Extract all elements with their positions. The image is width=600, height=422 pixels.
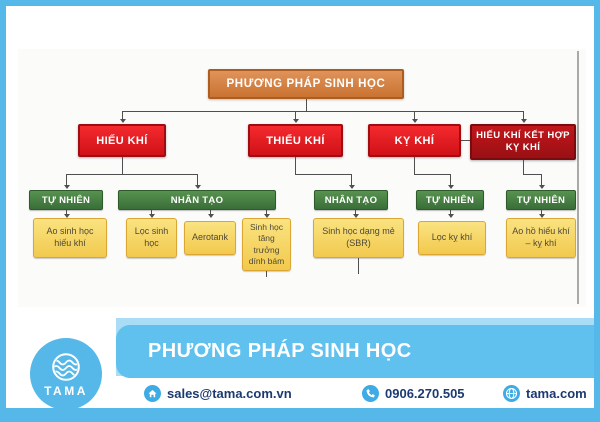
node-tu-nhien-2: TỰ NHIÊN bbox=[416, 190, 484, 210]
node-sinh-hoc-dang-me-sbr: Sinh học dạng mẻ (SBR) bbox=[313, 218, 404, 258]
phone-icon bbox=[362, 384, 379, 402]
connector-arrowhead bbox=[207, 214, 214, 218]
connector-line bbox=[295, 157, 296, 174]
contact-website[interactable]: tama.com bbox=[503, 384, 587, 402]
logo-area: TAMA bbox=[12, 312, 116, 410]
tama-logo[interactable]: TAMA bbox=[30, 338, 102, 410]
node-loc-sinh-hoc: Lọc sinh học bbox=[126, 218, 177, 258]
globe-icon bbox=[503, 384, 520, 402]
connector-arrowhead bbox=[148, 214, 155, 218]
connector-line bbox=[541, 210, 542, 215]
node-thieu-khi: THIẾU KHÍ bbox=[248, 124, 343, 157]
banner-title: PHƯƠNG PHÁP SINH HỌC bbox=[148, 340, 412, 362]
connector-line bbox=[450, 174, 451, 186]
connector-line bbox=[295, 111, 296, 120]
banner-title-bar: PHƯƠNG PHÁP SINH HỌC bbox=[116, 325, 594, 378]
node-ky-khi: KỴ KHÍ bbox=[368, 124, 461, 157]
wave-emblem-icon bbox=[52, 352, 80, 381]
connector-line bbox=[306, 99, 307, 111]
connector-line bbox=[414, 111, 415, 120]
root-node-phuong-phap-sinh-hoc: PHƯƠNG PHÁP SINH HỌC bbox=[208, 69, 404, 99]
connector-arrowhead bbox=[348, 185, 355, 189]
connector-arrowhead bbox=[292, 119, 299, 123]
connector-line bbox=[541, 174, 542, 186]
connector-line bbox=[122, 111, 123, 120]
node-sinh-hoc-tang-truong-dinh-bam: Sinh học tăng trưởng dính bám bbox=[242, 218, 291, 271]
connector-line bbox=[355, 210, 356, 215]
connector-line bbox=[66, 174, 197, 175]
contact-email[interactable]: sales@tama.com.vn bbox=[144, 384, 292, 402]
home-icon bbox=[144, 384, 161, 402]
connector-line bbox=[122, 157, 123, 174]
connector-line bbox=[414, 157, 415, 174]
node-aerotank: Aerotank bbox=[184, 221, 236, 255]
connector-line bbox=[414, 174, 450, 175]
connector-arrowhead bbox=[63, 185, 70, 189]
node-tu-nhien-3: TỰ NHIÊN bbox=[506, 190, 576, 210]
connector-line bbox=[266, 271, 267, 277]
connector-line bbox=[66, 174, 67, 186]
tama-logo-text: TAMA bbox=[44, 383, 88, 398]
connector-line bbox=[295, 174, 351, 175]
connector-arrowhead bbox=[520, 119, 527, 123]
contact-phone[interactable]: 0906.270.505 bbox=[362, 384, 465, 402]
connector-arrowhead bbox=[352, 214, 359, 218]
connector-arrowhead bbox=[119, 119, 126, 123]
connector-line bbox=[66, 210, 67, 215]
connector-line bbox=[523, 174, 541, 175]
connector-line bbox=[523, 160, 524, 174]
image-edge-line bbox=[577, 51, 579, 304]
bottom-blue-bar bbox=[6, 408, 594, 416]
contact-website-text: tama.com bbox=[526, 385, 587, 401]
contact-phone-text: 0906.270.505 bbox=[385, 385, 465, 401]
connector-line bbox=[151, 210, 152, 215]
connector-arrowhead bbox=[538, 214, 545, 218]
node-ao-ho-hieu-khi-ky-khi: Ao hồ hiếu khí – kỵ khí bbox=[506, 218, 576, 258]
connector-line bbox=[266, 210, 267, 215]
node-ao-sinh-hoc-hieu-khi: Ao sinh học hiếu khí bbox=[33, 218, 107, 258]
connector-line bbox=[197, 174, 198, 186]
connector-line bbox=[461, 140, 470, 141]
connector-line bbox=[450, 210, 451, 215]
connector-arrowhead bbox=[194, 185, 201, 189]
connector-line bbox=[523, 111, 524, 120]
connector-arrowhead bbox=[263, 214, 270, 218]
connector-arrowhead bbox=[411, 119, 418, 123]
node-loc-ky-khi: Lọc kỵ khí bbox=[418, 221, 486, 255]
node-nhan-tao-1: NHÂN TẠO bbox=[118, 190, 276, 210]
node-hieu-khi: HIẾU KHÍ bbox=[78, 124, 166, 157]
connector-line bbox=[122, 111, 523, 112]
connector-arrowhead bbox=[447, 185, 454, 189]
connector-line bbox=[351, 174, 352, 186]
node-tu-nhien-1: TỰ NHIÊN bbox=[29, 190, 103, 210]
node-hieu-khi-ket-hop-ky-khi: HIẾU KHÍ KẾT HỢP KỴ KHÍ bbox=[470, 124, 576, 160]
connector-arrowhead bbox=[63, 214, 70, 218]
connector-arrowhead bbox=[447, 214, 454, 218]
contact-email-text: sales@tama.com.vn bbox=[167, 385, 292, 401]
connector-line bbox=[210, 210, 211, 215]
node-nhan-tao-2: NHÂN TẠO bbox=[314, 190, 388, 210]
connector-line bbox=[358, 258, 359, 274]
connector-arrowhead bbox=[538, 185, 545, 189]
